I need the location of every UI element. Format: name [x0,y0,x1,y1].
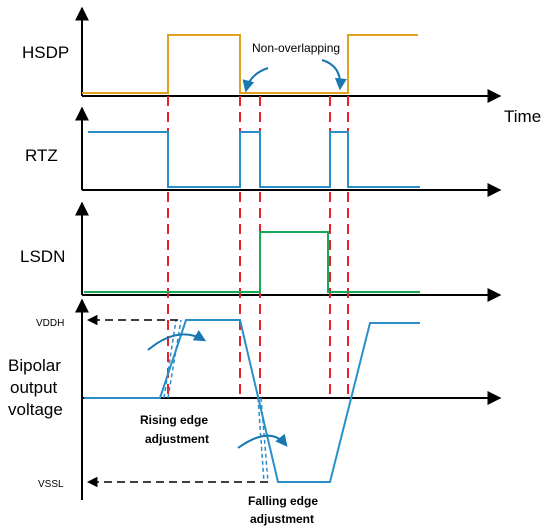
vddh-label: VDDH [36,318,64,329]
non-overlap-right-arrow [321,59,347,91]
non-overlap-left-arrow [242,67,269,93]
rising-edge-label-line1: Rising edge [140,413,208,427]
falling-edge-dashes [257,397,269,483]
lsdn-label: LSDN [20,247,65,266]
rising-adjust-arrow [147,330,207,351]
rtz-label: RTZ [25,146,58,165]
vssl-label: VSSL [38,479,64,490]
time-axis-label: Time [504,107,541,126]
annotation-arrows [147,59,347,449]
rtz-waveform [88,131,420,188]
bipolar-label-line2: output [10,378,58,397]
bipolar-label-line3: voltage [8,400,63,419]
rising-edge-dashes [163,319,182,399]
rising-edge-label-line2: adjustment [145,432,209,446]
lsdn-waveform [84,231,420,293]
timing-guides [167,96,349,398]
hsdp-label: HSDP [22,43,69,62]
falling-edge-label-line2: adjustment [250,512,314,526]
hsdp-waveform [82,34,418,94]
falling-adjust-arrow [237,433,288,449]
falling-edge-label-line1: Falling edge [248,494,318,508]
output-waveform [84,319,420,483]
bipolar-label-line1: Bipolar [8,356,61,375]
axes [75,6,502,500]
non-overlapping-label: Non-overlapping [252,41,340,55]
